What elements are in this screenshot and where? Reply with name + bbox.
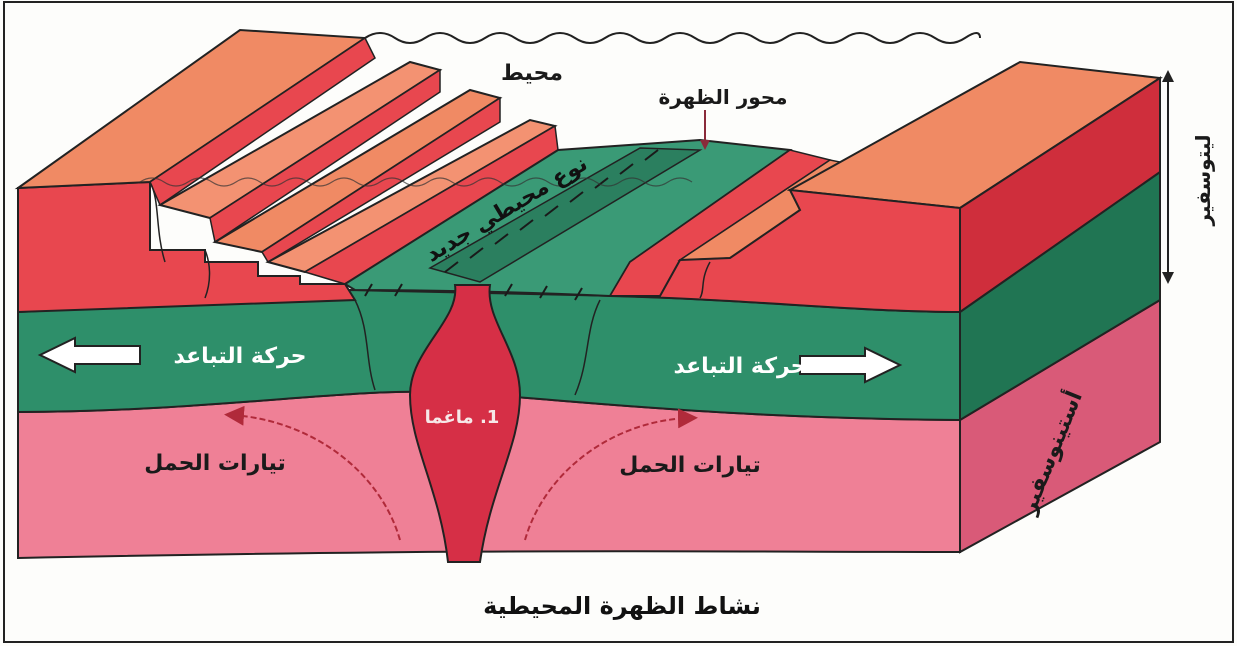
label-lithosphere: ليتوسفير (1191, 134, 1215, 226)
label-convection-left: تيارات الحمل (144, 451, 286, 476)
label-ocean: محيط (501, 61, 563, 86)
label-divergence-right: حركة التباعد (673, 354, 806, 379)
ocean-surface-wave (365, 33, 980, 43)
diagram-caption: نشاط الظهرة المحيطية (483, 592, 761, 620)
label-magma: 1. ماغما (425, 407, 500, 428)
label-convection-right: تيارات الحمل (619, 453, 761, 478)
lithosphere-arrow-bottom (1162, 272, 1174, 284)
label-ridge-axis: محور الظهرة (658, 85, 787, 109)
label-divergence-left: حركة التباعد (173, 344, 306, 369)
lithosphere-arrow-top (1162, 70, 1174, 82)
